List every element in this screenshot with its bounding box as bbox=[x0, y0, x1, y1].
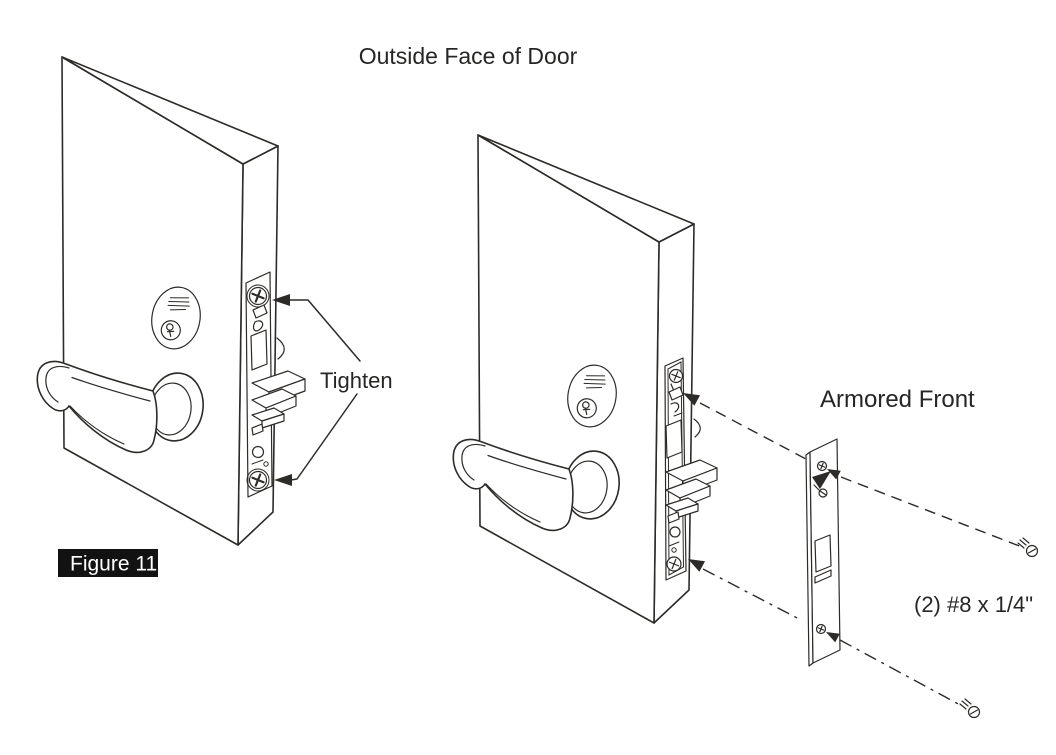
left-bottom-screw-boss bbox=[246, 468, 270, 492]
armored-front-label: Armored Front bbox=[820, 386, 975, 413]
left-latch-bolt bbox=[251, 370, 306, 429]
tighten-callout-label: Tighten bbox=[320, 368, 393, 393]
right-bottom-hole-arrow-icon bbox=[688, 559, 705, 572]
tighten-arrow-bottom-icon bbox=[274, 474, 292, 486]
left-edge-bump bbox=[276, 337, 285, 360]
left-door-illustration bbox=[36, 56, 361, 546]
plate-slot bbox=[814, 569, 832, 584]
plate-top-align-arrow-icon bbox=[827, 469, 841, 480]
screw-spec-label: (2) #8 x 1/4" bbox=[914, 592, 1033, 617]
figure-caption: Figure 11 bbox=[58, 549, 158, 577]
left-armored-front-installed bbox=[245, 271, 306, 498]
right-edge-bump bbox=[693, 418, 701, 438]
left-latch-window bbox=[250, 329, 268, 371]
page-title: Outside Face of Door bbox=[359, 43, 578, 69]
right-door-illustration bbox=[452, 134, 1039, 719]
plate-latch-window bbox=[814, 534, 832, 573]
right-lock-mechanism-detail bbox=[667, 511, 681, 553]
right-deadlatch-detail bbox=[668, 386, 684, 417]
figure-caption-label: Figure 11 bbox=[70, 553, 157, 576]
right-latch-window bbox=[665, 419, 683, 459]
tighten-arrow-top-icon bbox=[272, 294, 290, 306]
alignment-dashed-lines bbox=[699, 402, 1023, 707]
left-top-screw-boss bbox=[246, 284, 270, 308]
mounting-screw-2-icon bbox=[959, 698, 981, 719]
tighten-leader-lines bbox=[272, 294, 361, 486]
armored-front-plate bbox=[805, 438, 841, 667]
right-latch-bolt bbox=[665, 459, 718, 519]
right-top-hole-arrow-icon bbox=[683, 393, 700, 406]
plate-small-screw-icon bbox=[813, 484, 828, 498]
right-exposed-lock-front bbox=[664, 357, 718, 581]
left-lock-mechanism-detail bbox=[251, 423, 269, 467]
plate-insert-arrow-icon bbox=[812, 471, 831, 489]
plate-bottom-align-arrow-icon bbox=[826, 632, 840, 643]
mounting-screw-1-icon bbox=[1017, 537, 1039, 558]
